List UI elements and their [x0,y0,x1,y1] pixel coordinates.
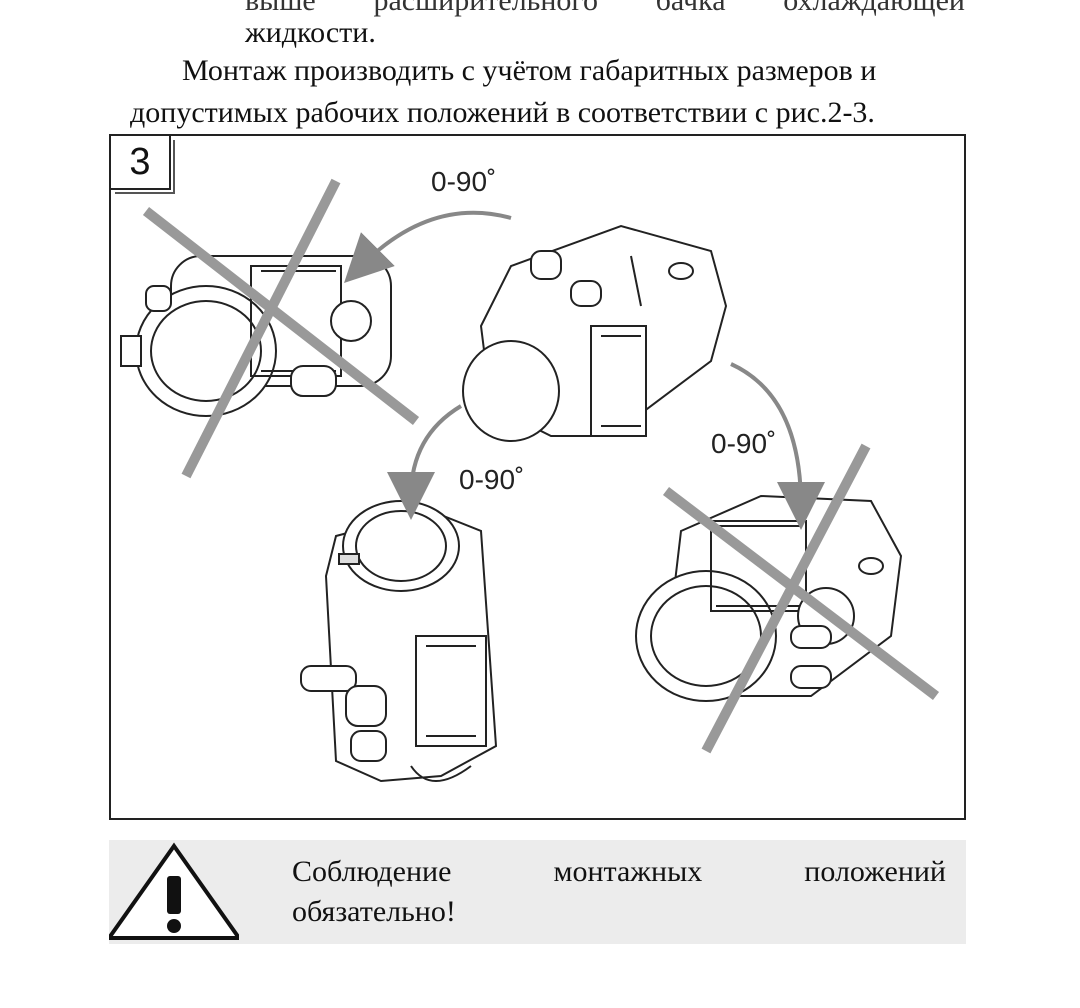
angle-label-left: 0-90˚ [459,464,525,495]
notice-text: Соблюдение монтажных положений обязатель… [292,852,946,932]
heater-bottom-center-icon [300,500,498,783]
figure-number: 3 [109,134,175,194]
rotation-arrow-top-icon [344,210,512,283]
angle-label-right: 0-90˚ [711,428,777,459]
angle-label-top: 0-90˚ [431,166,497,197]
heater-bottom-right-icon [635,494,903,702]
notice-text-row2: обязательно! [292,895,456,928]
rotation-arrow-right-icon [730,362,825,530]
figure-drawing [120,178,940,783]
notice-text-row1: Соблюдение монтажных положений [292,855,946,888]
text-line-3: допустимых рабочих положений в соответст… [130,96,875,129]
text-line-1: жидкости. [245,16,376,49]
mounting-positions-figure: 3 [109,134,966,820]
cut-off-text-line: выше расширительного бачка охлаждающей [245,0,965,17]
cross-mark-top-left-icon [142,178,420,479]
notice-box [109,840,966,944]
rotation-arrow-left-icon [387,404,463,520]
rotation-arrows [344,210,825,530]
cross-mark-bottom-right-icon [662,443,940,754]
heater-top-right-icon [462,224,728,442]
warning-triangle-icon [109,842,239,940]
text-line-2: Монтаж производить с учётом габаритных р… [182,54,877,87]
